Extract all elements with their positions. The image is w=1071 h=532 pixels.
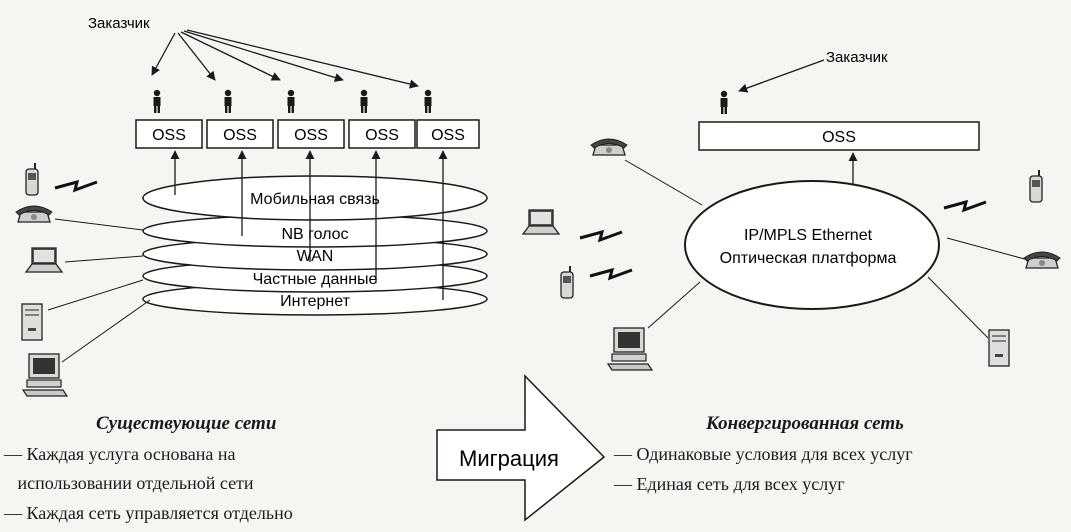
layer-label-internet: Интернет — [280, 293, 350, 310]
left-bullet-1-cont: использовании отдельной сети — [4, 473, 254, 493]
server-icon — [988, 329, 1010, 367]
layer-label-voice: NB голос — [281, 226, 348, 243]
right-bullet-2: — Единая сеть для всех услуг — [614, 474, 845, 494]
person-icon — [153, 89, 161, 113]
desk-phone-icon — [15, 205, 53, 223]
server-icon — [21, 303, 43, 341]
right-device-links — [624, 159, 1033, 339]
laptop-icon — [522, 209, 560, 235]
mobile-phone-icon — [1029, 169, 1043, 203]
desktop-pc-icon — [22, 353, 68, 397]
desktop-pc-icon — [607, 327, 653, 371]
left-caption: Существующие сети — [96, 413, 277, 434]
customer-arrow-right — [738, 59, 825, 93]
person-icon — [360, 89, 368, 113]
svg-text:OSS: OSS — [294, 127, 328, 144]
customer-label-left: Заказчик — [88, 15, 150, 32]
customer-label-right: Заказчик — [826, 49, 888, 66]
left-bullet-2: — Каждая сеть управляется отдельно — [4, 503, 293, 523]
right-bullet-1: — Одинаковые условия для всех услуг — [614, 444, 913, 464]
desk-phone-icon — [1023, 251, 1061, 269]
person-icon — [287, 89, 295, 113]
svg-text:OSS: OSS — [365, 127, 399, 144]
person-icon — [224, 89, 232, 113]
oss-box: OSS — [277, 119, 345, 149]
oss-box-right: OSS — [698, 121, 980, 151]
left-device-links — [47, 218, 151, 363]
core-network: IP/MPLS Ethernet Оптическая платформа — [684, 180, 940, 310]
oss-box: OSS — [416, 119, 480, 149]
layer-label-private-data: Частные данные — [253, 271, 378, 288]
mobile-phone-icon — [560, 265, 574, 299]
svg-text:OSS: OSS — [822, 129, 856, 146]
oss-box: OSS — [206, 119, 274, 149]
oss-box: OSS — [135, 119, 203, 149]
network-layers — [142, 175, 488, 316]
core-label-line2: Оптическая платформа — [720, 250, 897, 267]
migration-arrow: Миграция — [436, 374, 606, 522]
wireless-link-icon — [942, 200, 988, 212]
migration-label: Миграция — [459, 446, 559, 471]
svg-text:OSS: OSS — [223, 127, 257, 144]
person-icon — [424, 89, 432, 113]
mobile-phone-icon — [25, 162, 39, 196]
layer-label-mobile: Мобильная связь — [250, 191, 380, 208]
laptop-icon — [25, 247, 63, 273]
wireless-link-icon — [588, 268, 634, 280]
person-icon — [720, 90, 728, 114]
left-bullet-1: — Каждая услуга основана на — [4, 444, 236, 464]
svg-text:OSS: OSS — [431, 127, 465, 144]
customer-arrows-left — [151, 29, 419, 89]
layer-oss-arrows — [170, 150, 448, 300]
wireless-link-icon — [53, 180, 99, 192]
wireless-link-icon — [578, 230, 624, 242]
layer-label-wan: WAN — [297, 248, 334, 265]
oss-box: OSS — [348, 119, 416, 149]
right-caption: Конвергированная сеть — [706, 413, 904, 434]
core-label-line1: IP/MPLS Ethernet — [744, 227, 873, 244]
svg-text:OSS: OSS — [152, 127, 186, 144]
desk-phone-icon — [590, 138, 628, 156]
